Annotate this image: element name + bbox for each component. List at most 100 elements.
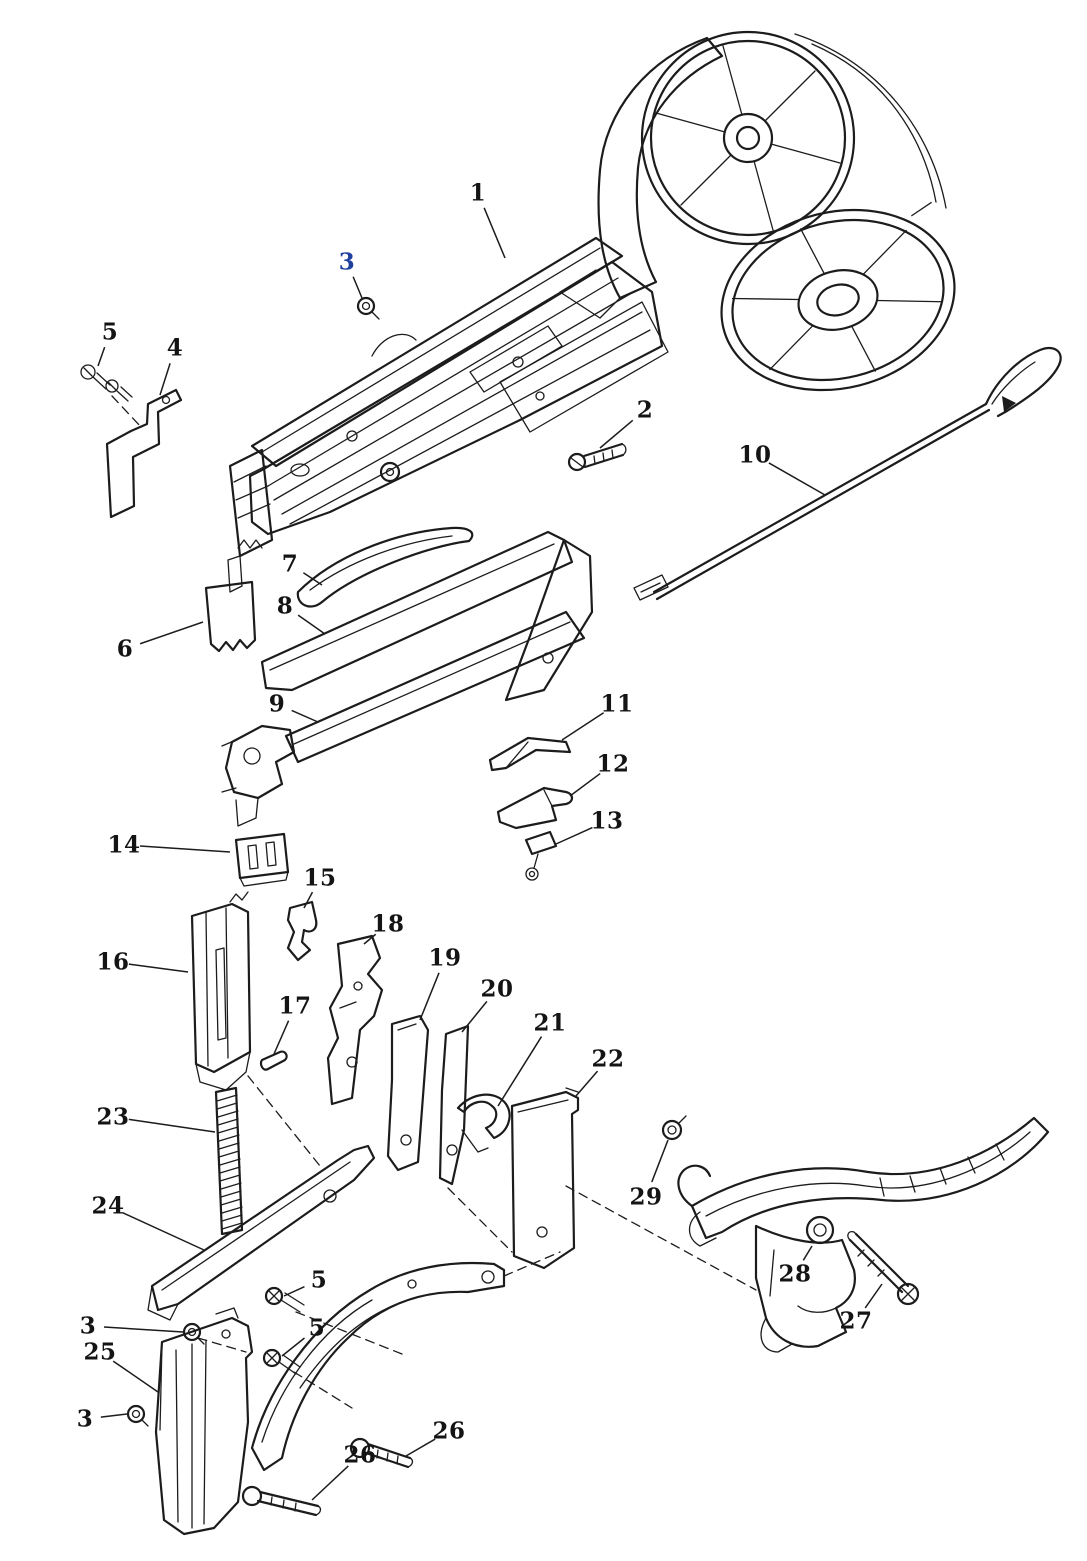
leader-line-26 — [311, 1465, 349, 1501]
part-18-lever-plate — [326, 934, 384, 1106]
lower-reel — [720, 201, 956, 392]
part-callout-17: 17 — [278, 992, 312, 1020]
part-5-screws-top — [80, 364, 143, 429]
leader-line-3 — [352, 276, 363, 299]
leader-line-2 — [599, 419, 634, 449]
leader-line-8 — [297, 614, 326, 635]
part-27-bolt — [847, 1230, 920, 1306]
part-callout-5: 5 — [310, 1266, 328, 1294]
part-21-latch — [456, 1093, 511, 1153]
part-4-bracket — [105, 388, 183, 519]
leader-line-24 — [122, 1211, 205, 1251]
linkage-arm — [250, 1261, 506, 1472]
leader-line-16 — [128, 963, 189, 973]
leader-line-28 — [802, 1245, 813, 1261]
part-callout-5: 5 — [101, 318, 119, 346]
leader-line-5 — [283, 1285, 305, 1297]
leader-line-3 — [103, 1326, 184, 1333]
part-callout-3: 3 — [338, 248, 356, 276]
part-callout-5: 5 — [308, 1314, 326, 1342]
part-callout-3: 3 — [79, 1312, 97, 1340]
leader-line-3 — [100, 1413, 128, 1418]
part-callout-4: 4 — [166, 334, 184, 362]
leader-line-7 — [302, 572, 323, 586]
part-callout-6: 6 — [116, 635, 134, 663]
part-20-blade — [438, 1024, 470, 1186]
part-23-coil-spring — [214, 1086, 244, 1236]
part-callout-28: 28 — [778, 1260, 812, 1288]
leader-line-14 — [139, 845, 231, 853]
leader-line-20 — [461, 1000, 488, 1033]
leader-line-4 — [159, 363, 171, 396]
part-3-lock-rings-lower — [126, 1322, 205, 1427]
part-callout-1: 1 — [469, 179, 487, 207]
part-callout-15: 15 — [303, 864, 337, 892]
leader-line-23 — [128, 1118, 216, 1133]
leader-line-27 — [864, 1283, 883, 1309]
leader-line-11 — [561, 712, 605, 741]
leader-line-12 — [569, 772, 601, 797]
leader-line-15 — [303, 891, 314, 909]
leader-line-25 — [112, 1360, 159, 1393]
part-callout-10: 10 — [738, 441, 772, 469]
part-6-serrated-plate — [204, 580, 257, 653]
part-7-leaf-spring — [296, 526, 474, 608]
part-10-rod — [633, 346, 1062, 601]
leader-line-21 — [497, 1036, 543, 1107]
part-callout-18: 18 — [371, 910, 405, 938]
part-callout-29: 29 — [629, 1183, 663, 1211]
leader-line-9 — [291, 709, 319, 723]
part-callout-9: 9 — [268, 690, 286, 718]
leader-line-18 — [363, 933, 377, 945]
assembly-alignment-lines — [197, 1075, 757, 1409]
part-22-cover-plate — [510, 1087, 580, 1270]
part-15-clip — [286, 900, 318, 962]
part-callout-16: 16 — [96, 948, 130, 976]
part-3-lock-ring-top — [356, 296, 380, 320]
leader-line-10 — [768, 462, 826, 496]
part-2-screw — [567, 442, 627, 472]
part-callout-26: 26 — [343, 1441, 377, 1469]
part-26-bolts — [241, 1437, 414, 1517]
part-callout-13: 13 — [590, 807, 624, 835]
part-callout-23: 23 — [96, 1103, 130, 1131]
leader-line-5 — [281, 1337, 305, 1357]
part-callout-7: 7 — [281, 550, 299, 578]
leader-line-29 — [651, 1139, 669, 1183]
part-14-guide-block — [234, 832, 290, 887]
part-callout-14: 14 — [107, 831, 141, 859]
part-28-handle-lever — [677, 1116, 1050, 1353]
leader-line-26 — [405, 1438, 436, 1457]
leader-line-19 — [419, 972, 440, 1021]
part-24-pusher-arm — [147, 1144, 376, 1321]
leader-line-5 — [97, 346, 106, 367]
tape-strap — [794, 33, 947, 209]
part-8-slide-rail — [260, 530, 594, 702]
part-callout-2: 2 — [636, 396, 654, 424]
part-1-main-body — [227, 236, 669, 593]
part-callout-25: 25 — [83, 1338, 117, 1366]
part-callout-27: 27 — [839, 1307, 873, 1335]
leader-line-1 — [483, 207, 506, 259]
part-13-pin — [524, 830, 558, 881]
leader-line-13 — [555, 826, 593, 845]
part-callout-11: 11 — [600, 690, 634, 718]
part-11-plate — [488, 736, 572, 772]
leader-line-22 — [575, 1070, 599, 1097]
part-callout-26: 26 — [432, 1417, 466, 1445]
part-17-pin — [259, 1050, 288, 1071]
leader-line-17 — [273, 1020, 290, 1055]
part-25-handle-body — [154, 1307, 254, 1536]
part-callout-3: 3 — [76, 1405, 94, 1433]
part-29-ring — [661, 1115, 687, 1141]
part-9-driver-rail — [221, 610, 586, 827]
part-12-plate — [496, 786, 574, 830]
part-callout-12: 12 — [596, 750, 630, 778]
part-5-screws-lower — [262, 1286, 305, 1375]
upper-reel — [640, 30, 856, 246]
part-callout-24: 24 — [91, 1192, 125, 1220]
part-callout-21: 21 — [533, 1009, 567, 1037]
